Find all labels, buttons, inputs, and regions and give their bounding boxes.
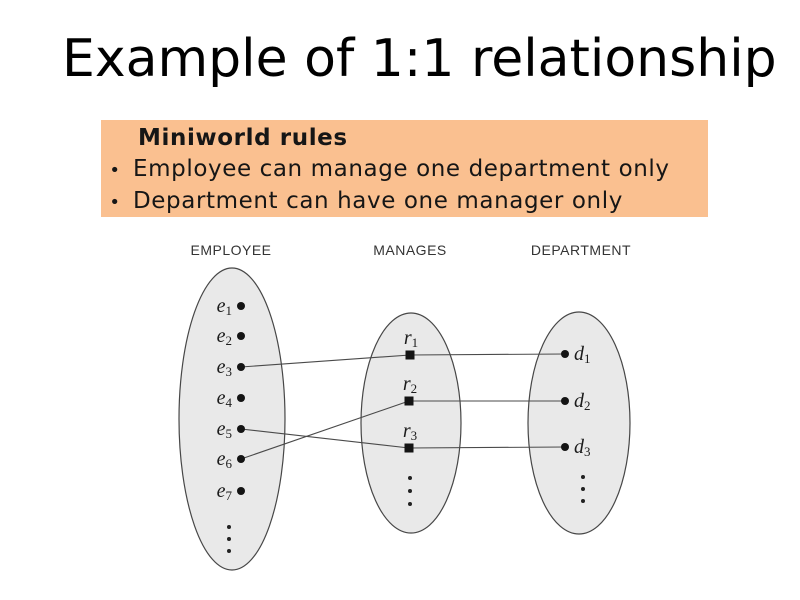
set-header-manages: MANAGES [373, 242, 447, 258]
ellipsis-dot-employee [227, 537, 231, 541]
miniworld-rules-box: Miniworld rules • Employee can manage one… [101, 120, 708, 217]
bullet-glyph: • [109, 192, 121, 213]
marker-dot-e2 [237, 332, 245, 340]
rule-text: Department can have one manager only [133, 188, 623, 214]
marker-square-r3 [404, 443, 414, 453]
marker-dot-e1 [237, 302, 245, 310]
ellipsis-dot-department [581, 499, 585, 503]
connection-r3-d3 [408, 446, 566, 449]
ellipsis-dot-department [581, 487, 585, 491]
ellipsis-dot-manages [408, 502, 412, 506]
marker-dot-e7 [237, 487, 245, 495]
entity-set-ellipse-department [527, 311, 631, 535]
ellipsis-dot-manages [408, 476, 412, 480]
connection-e5-r3 [240, 428, 410, 449]
rule-bullet-item: • Employee can manage one department only [101, 154, 708, 186]
entity-set-ellipse-manages [360, 312, 462, 534]
ellipsis-dot-manages [408, 489, 412, 493]
marker-dot-e6 [237, 455, 245, 463]
set-header-department: DEPARTMENT [531, 242, 631, 258]
ellipsis-dot-employee [227, 549, 231, 553]
ellipsis-dot-department [581, 475, 585, 479]
rule-bullet-item: • Department can have one manager only [101, 186, 708, 218]
connection-r1-d1 [409, 353, 566, 356]
entity-set-ellipse-employee [178, 267, 286, 571]
rules-bullet-list: • Employee can manage one department only… [101, 154, 708, 218]
marker-dot-e4 [237, 394, 245, 402]
marker-dot-d3 [561, 443, 569, 451]
slide-title: Example of 1:1 relationship [62, 29, 777, 89]
marker-dot-d2 [561, 397, 569, 405]
connection-e3-r1 [240, 354, 411, 368]
ellipsis-dot-employee [227, 525, 231, 529]
rules-heading: Miniworld rules [138, 125, 348, 151]
marker-square-r2 [404, 396, 414, 406]
marker-dot-e5 [237, 425, 245, 433]
marker-square-r1 [405, 350, 415, 360]
set-header-employee: EMPLOYEE [190, 242, 271, 258]
marker-dot-e3 [237, 363, 245, 371]
marker-dot-d1 [561, 350, 569, 358]
rule-text: Employee can manage one department only [133, 156, 670, 182]
bullet-glyph: • [109, 160, 121, 181]
connection-e6-r2 [240, 400, 410, 460]
